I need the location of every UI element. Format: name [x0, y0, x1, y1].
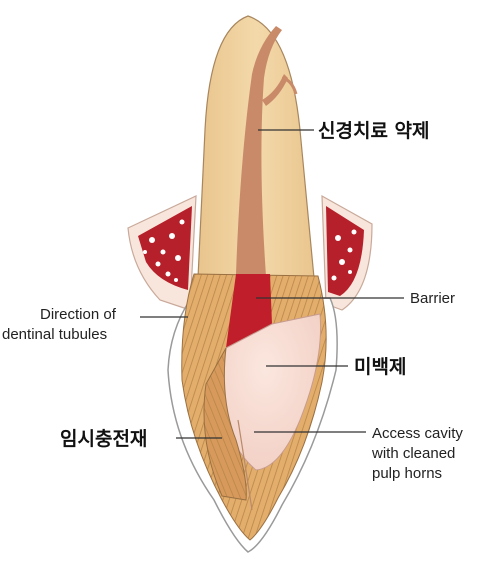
label-temporary-filling: 임시충전재 [60, 428, 148, 450]
label-access-cavity-line3: pulp horns [372, 465, 443, 482]
temporary-filling [203, 347, 247, 501]
label-access-cavity-line1: Access cavity [372, 425, 463, 442]
label-dentinal-tubules-line2: dentinal tubules [2, 326, 108, 343]
bone-right-dots [331, 229, 357, 281]
pulp-horn [237, 419, 253, 511]
leader-lines [140, 129, 404, 439]
label-root-canal-medicament: 신경치료 약제 [318, 120, 430, 142]
pulp-branch-tip [281, 76, 298, 95]
label-bleaching-agent: 미백제 [354, 356, 407, 378]
pulp-canal [236, 26, 282, 276]
bone-left-dots [143, 219, 185, 282]
bone-left [138, 206, 192, 290]
label-access-cavity-line2: with cleaned [372, 445, 456, 462]
label-barrier: Barrier [410, 290, 456, 307]
label-dentinal-tubules-line1: Direction of [40, 306, 116, 323]
pulp-branch [262, 74, 288, 106]
bone-right [326, 206, 364, 296]
